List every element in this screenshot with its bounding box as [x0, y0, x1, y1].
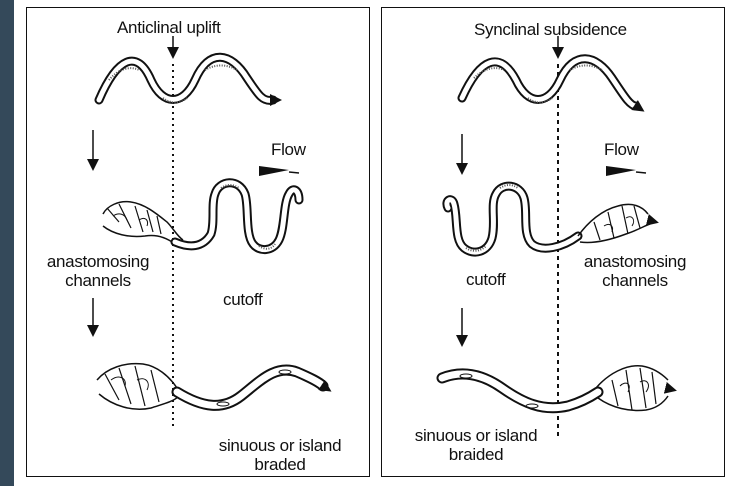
panel-title: Anticlinal uplift — [117, 18, 221, 37]
flow-label: Flow — [271, 140, 306, 159]
anastomosing-label: anastomosing channels — [560, 252, 710, 290]
sinuous-braided-label: sinuous or island braided — [396, 426, 556, 464]
cutoff-label: cutoff — [223, 290, 262, 309]
flow-arrow-icon — [606, 166, 636, 176]
sinuous-braided-label: sinuous or island braded — [195, 436, 365, 474]
flow-label: Flow — [604, 140, 639, 159]
right-panel-drawing — [382, 8, 726, 478]
anastomosing-label: anastomosing channels — [35, 252, 161, 290]
panel-synclinal-subsidence: Synclinal subsidence Flow cutoff anastom… — [381, 7, 725, 477]
flow-arrow-icon — [259, 166, 289, 176]
panel-title: Synclinal subsidence — [474, 20, 627, 39]
anastomosing-channels-network — [103, 202, 183, 244]
cutoff-label: cutoff — [466, 270, 505, 289]
anastomosing-channels-network — [578, 204, 656, 242]
braided-channel-network — [596, 366, 674, 411]
panel-anticlinal-uplift: Anticlinal uplift Flow anastomosing chan… — [26, 7, 370, 477]
braided-channel-network — [97, 364, 179, 410]
diagram-figure: Anticlinal uplift Flow anastomosing chan… — [14, 0, 736, 486]
left-panel-drawing — [27, 8, 371, 478]
